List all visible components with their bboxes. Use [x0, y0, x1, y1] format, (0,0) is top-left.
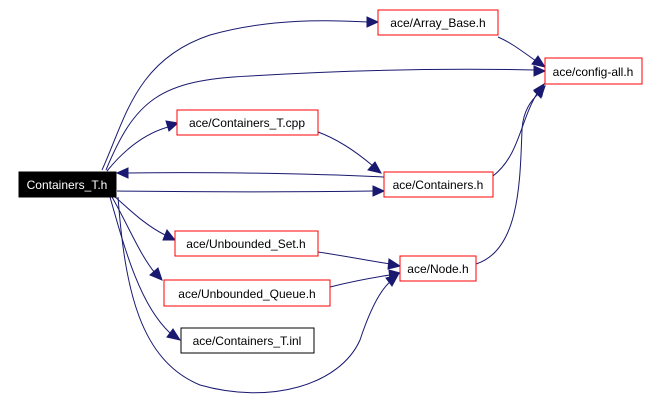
node-config-all-h[interactable]: ace/config-all.h [544, 57, 643, 85]
edge-root-to-config-all [105, 68, 536, 171]
node-containers-t-h[interactable]: Containers_T.h [18, 171, 117, 198]
edge-node-h-to-config-all [475, 93, 539, 265]
edge-root-to-unbounded-queue [111, 196, 156, 274]
arrowhead-root-from-containers-h [115, 167, 129, 179]
node-box [163, 279, 331, 307]
arrowhead-containers-h-from-cpp [367, 161, 382, 174]
edge-root-to-containers-h [116, 190, 375, 193]
node-box [174, 230, 319, 257]
node-label: ace/Unbounded_Queue.h [178, 287, 315, 301]
arrowhead-config-all-from-array-base [531, 55, 547, 68]
node-label: ace/Containers_T.cpp [189, 116, 305, 130]
node-unbounded-set-h[interactable]: ace/Unbounded_Set.h [174, 230, 319, 257]
arrowhead-containers-t-cpp [165, 120, 180, 132]
node-label: ace/Array_Base.h [390, 16, 485, 30]
node-box [18, 171, 117, 198]
node-box [544, 57, 643, 85]
node-unbounded-queue-h[interactable]: ace/Unbounded_Queue.h [163, 279, 331, 307]
node-label: ace/Containers.h [393, 178, 484, 192]
arrowhead-containers-h-from-root [372, 185, 386, 197]
nodes: Containers_T.h ace/Array_Base.h ace/conf… [18, 9, 643, 354]
edge-containers-h-to-root [126, 172, 385, 178]
arrowhead-config-all-from-root [533, 65, 547, 77]
edge-unbounded-queue-to-node-h [329, 274, 391, 288]
node-box [377, 9, 499, 36]
edge-root-to-array-base [101, 20, 369, 171]
arrowhead-array-base [366, 16, 380, 28]
node-label: ace/Unbounded_Set.h [186, 237, 305, 251]
edge-root-to-containers-t-cpp [106, 126, 169, 172]
arrowhead-containers-t-inl [166, 328, 182, 341]
node-containers-t-inl[interactable]: ace/Containers_T.inl [180, 327, 315, 354]
arrowhead-config-all-from-node-h [533, 85, 546, 99]
edge-root-to-containers-t-inl [109, 196, 171, 334]
edge-root-to-node-h [117, 196, 392, 394]
arrowhead-unbounded-set [162, 229, 177, 241]
node-containers-h[interactable]: ace/Containers.h [383, 171, 494, 198]
node-box [399, 255, 477, 282]
node-containers-t-cpp[interactable]: ace/Containers_T.cpp [176, 109, 319, 136]
arrowhead-node-h-from-set [387, 258, 402, 270]
node-label: ace/Node.h [407, 262, 468, 276]
edge-containers-h-to-config-all [492, 91, 539, 177]
arrowhead-unbounded-queue [149, 267, 163, 281]
node-box [383, 171, 494, 198]
node-array-base-h[interactable]: ace/Array_Base.h [377, 9, 499, 36]
node-label: Containers_T.h [27, 178, 108, 192]
arrowhead-node-h-from-queue [388, 269, 402, 281]
node-box [180, 327, 315, 354]
node-node-h[interactable]: ace/Node.h [399, 255, 477, 282]
node-label: ace/Containers_T.inl [193, 334, 302, 348]
edge-unbounded-set-to-node-h [317, 251, 391, 265]
edge-array-base-to-config-all [497, 36, 537, 62]
edges [101, 16, 547, 394]
node-label: ace/config-all.h [553, 65, 634, 79]
node-box [176, 109, 319, 136]
edge-containers-t-cpp-to-containers-h [317, 131, 374, 167]
